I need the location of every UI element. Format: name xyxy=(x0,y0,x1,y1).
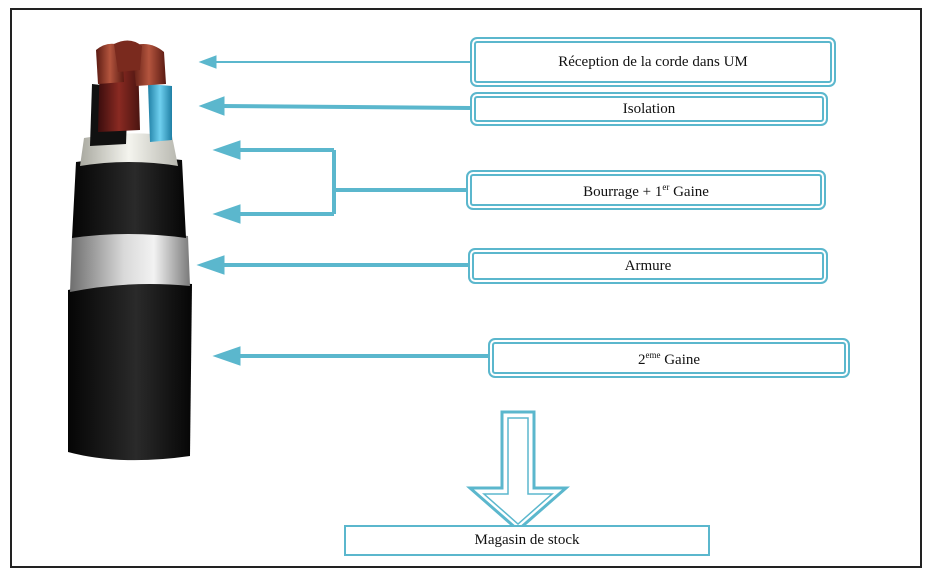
label-stock: Magasin de stock xyxy=(344,525,710,556)
label-isolation: Isolation xyxy=(470,92,828,126)
arrow-isolation-head xyxy=(198,96,225,116)
label-gaine2: 2eme Gaine xyxy=(488,338,850,378)
label-armure: Armure xyxy=(468,248,828,284)
label-gaine2-text: 2eme Gaine xyxy=(637,350,701,368)
arrow-isolation-line xyxy=(219,104,471,110)
diagram-graphics xyxy=(68,40,570,532)
cable-blue-core xyxy=(148,84,172,142)
arrow-reception-head xyxy=(198,55,217,69)
cable-outer-sheath xyxy=(68,282,192,461)
cable-illustration xyxy=(68,40,192,461)
arrow-armure-head xyxy=(196,255,225,275)
label-reception-text: Réception de la corde dans UM xyxy=(558,53,748,70)
label-reception: Réception de la corde dans UM xyxy=(470,37,836,87)
label-stock-text: Magasin de stock xyxy=(474,532,580,548)
cable-copper-conductor-top xyxy=(114,40,142,72)
arrow-gaine2-head xyxy=(212,346,241,366)
label-isolation-text: Isolation xyxy=(622,100,676,117)
label-bourrage-text: Bourrage + 1er Gaine xyxy=(583,182,709,200)
cable-armour xyxy=(70,232,190,292)
pointer-arrows xyxy=(196,55,488,366)
down-arrow-to-stock xyxy=(466,410,570,532)
down-arrow-inner-outline xyxy=(482,417,554,526)
label-bourrage: Bourrage + 1er Gaine xyxy=(466,170,826,210)
diagram-stage: Réception de la corde dans UM Isolation … xyxy=(10,8,922,568)
arrow-bourrage-lower-head xyxy=(212,204,241,224)
arrow-bourrage-upper-head xyxy=(212,140,241,160)
label-armure-text: Armure xyxy=(624,257,672,274)
cable-filler-sheath xyxy=(72,157,186,238)
